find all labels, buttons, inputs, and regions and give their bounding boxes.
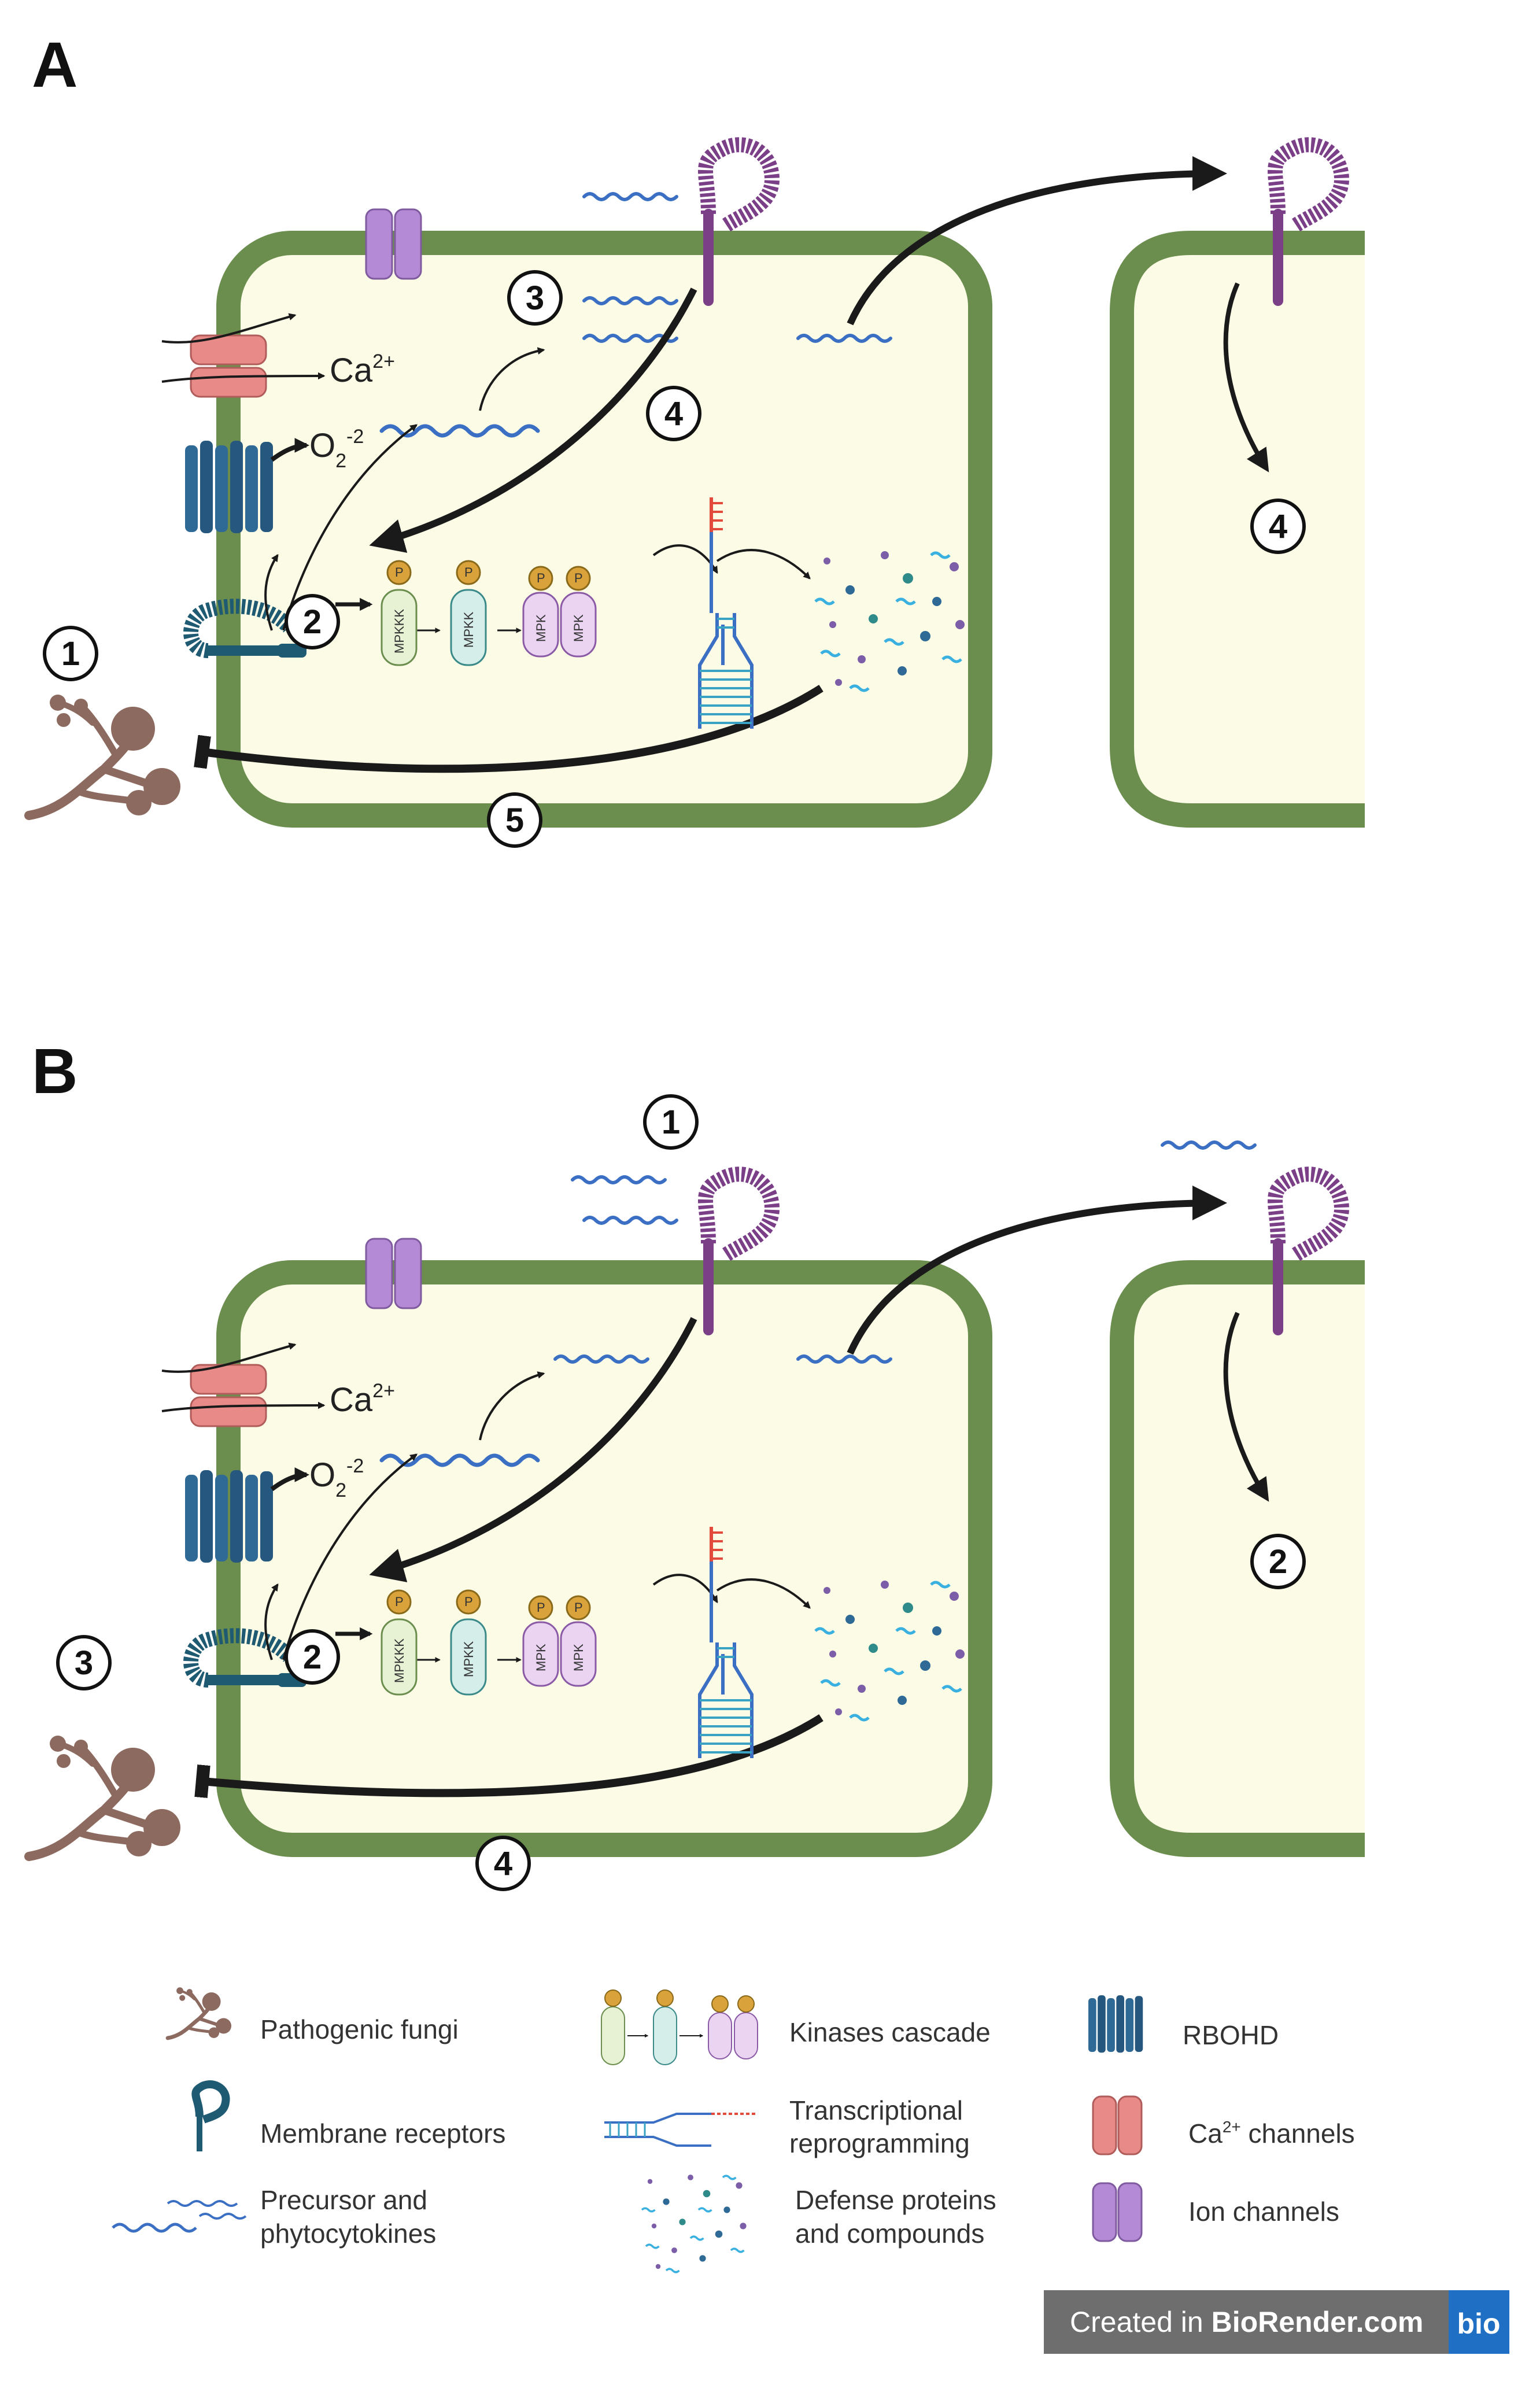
svg-text:Ca2+: Ca2+: [330, 350, 395, 389]
legend-membrane-receptors: Membrane receptors: [260, 2118, 505, 2149]
phytocytokine-wave: [584, 1217, 677, 1223]
kinase-cascade-b: P P P P MPKKK MPKK MPK MPK: [381, 1589, 597, 1696]
legend-defense-icon: [641, 2173, 748, 2273]
phytocytokine-wave: [573, 1177, 665, 1183]
svg-text:P: P: [574, 1600, 583, 1615]
legend-ca-channel-icon: [1092, 2095, 1143, 2155]
svg-text:3: 3: [526, 279, 544, 317]
superoxide-label: O: [309, 427, 335, 464]
legend-pathogenic-fungi: Pathogenic fungi: [260, 2014, 459, 2044]
calcium-label: Ca: [330, 352, 373, 389]
step-circle: 4: [646, 386, 701, 441]
legend-fungus-icon: [168, 1987, 231, 2038]
step-circle: 1: [43, 626, 98, 681]
step-circle: 3: [507, 270, 563, 326]
panel-b: B Ca2+ O2-2: [29, 1036, 1365, 1891]
svg-text:P: P: [464, 565, 473, 579]
svg-text:P: P: [537, 1600, 545, 1615]
legend-ion-channels: Ion channels: [1188, 2197, 1339, 2227]
phytocytokine-wave: [584, 194, 677, 200]
svg-text:2: 2: [303, 1638, 322, 1676]
legend-receptor-icon: [191, 2080, 230, 2151]
superoxide-label: O: [309, 1456, 335, 1494]
svg-text:2: 2: [1269, 1543, 1287, 1581]
svg-text:P: P: [574, 571, 583, 585]
legend: Pathogenic fungi Membrane receptors Prec…: [112, 1987, 1355, 2273]
step-circle: 5: [487, 792, 542, 848]
svg-text:P: P: [395, 565, 404, 579]
svg-text:MPK: MPK: [571, 1644, 586, 1671]
svg-text:3: 3: [75, 1644, 93, 1682]
svg-text:1: 1: [61, 635, 80, 673]
panel-b-letter: B: [32, 1036, 77, 1107]
legend-defense-line1: Defense proteins: [795, 2185, 996, 2215]
plant-cell-a: [216, 231, 992, 828]
legend-precursor-line1: Precursor and: [260, 2185, 427, 2215]
svg-text:O2-2: O2-2: [309, 1455, 364, 1501]
credit-prefix: Created in: [1070, 2306, 1212, 2338]
calcium-label: Ca: [330, 1381, 373, 1419]
svg-text:4: 4: [494, 1845, 512, 1882]
legend-ion-channel-icon: [1092, 2182, 1143, 2242]
svg-text:Ca2+ channels: Ca2+ channels: [1188, 2118, 1355, 2149]
svg-text:Ca2+: Ca2+: [330, 1380, 395, 1419]
kinase-cascade-a: P P P P MPKKK MPKK MPK MPK: [381, 560, 597, 666]
legend-rbohd-icon: [1088, 1995, 1143, 2053]
mpkk-label: MPKK: [461, 611, 476, 648]
step-circle: 2: [1250, 1534, 1306, 1589]
biorender-credit-badge[interactable]: Created in BioRender.com bio: [1044, 2290, 1509, 2354]
step-circle: 4: [475, 1836, 531, 1891]
svg-text:MPKKK: MPKKK: [392, 1638, 407, 1683]
step-circle: 2: [285, 594, 340, 649]
legend-wave-icon: [112, 2200, 247, 2233]
neighbour-cell-a: [1110, 231, 1365, 828]
svg-text:P: P: [395, 1594, 404, 1609]
pathogenic-fungus-a: [29, 695, 180, 815]
legend-dna-icon: [604, 2113, 758, 2147]
plant-cell-b: [216, 1260, 992, 1857]
svg-text:2: 2: [303, 603, 322, 641]
credit-brand: BioRender.com: [1212, 2306, 1424, 2338]
svg-text:Created in BioRender.com: Created in BioRender.com: [1070, 2306, 1423, 2338]
neighbour-cell-b: [1110, 1260, 1365, 1857]
panel-a: A Ca2+ O2-2: [29, 29, 1365, 848]
legend-rbohd: RBOHD: [1183, 2020, 1279, 2050]
svg-text:P: P: [464, 1594, 473, 1609]
panel-a-letter: A: [32, 29, 77, 101]
legend-transcriptional-line1: Transcriptional: [789, 2095, 963, 2125]
legend-precursor-line2: phytocytokines: [260, 2218, 436, 2249]
pathogenic-fungus-b: [29, 1736, 180, 1856]
legend-kinase-icon: [601, 1989, 758, 2065]
biorender-logo-icon: bio: [1457, 2308, 1501, 2340]
svg-text:O2-2: O2-2: [309, 426, 364, 472]
legend-defense-line2: and compounds: [795, 2218, 984, 2249]
svg-text:MPK: MPK: [534, 1644, 548, 1671]
svg-text:MPKK: MPKK: [461, 1641, 476, 1677]
phytocytokine-wave: [1162, 1142, 1255, 1148]
calcium-charge: 2+: [372, 350, 395, 372]
mpk-label: MPK: [534, 614, 548, 642]
legend-kinases-cascade: Kinases cascade: [789, 2017, 991, 2047]
mpk-label: MPK: [571, 614, 586, 642]
step-circle: 3: [56, 1635, 112, 1690]
legend-transcriptional-line2: reprogramming: [789, 2128, 970, 2158]
svg-text:4: 4: [1269, 508, 1287, 545]
step-circle: 1: [643, 1094, 699, 1150]
svg-text:5: 5: [505, 802, 524, 839]
svg-text:4: 4: [664, 395, 683, 433]
mpkkk-label: MPKKK: [392, 609, 407, 654]
svg-text:P: P: [537, 571, 545, 585]
svg-text:1: 1: [662, 1103, 680, 1141]
legend-ca-prefix: Ca: [1188, 2118, 1223, 2149]
step-circle: 2: [285, 1629, 340, 1685]
step-circle: 4: [1250, 499, 1306, 554]
